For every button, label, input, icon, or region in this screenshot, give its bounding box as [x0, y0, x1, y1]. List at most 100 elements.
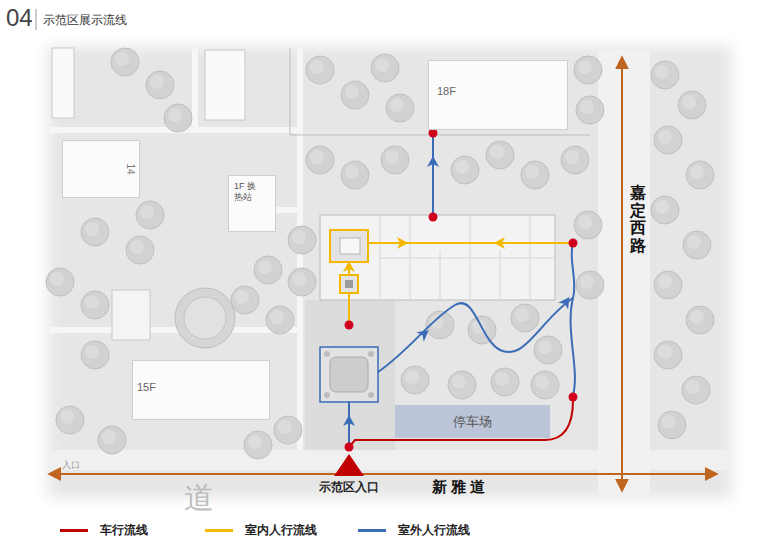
- legend-text: 室外人行流线: [398, 522, 470, 539]
- flow-route: [348, 402, 350, 447]
- flow-route: [432, 133, 434, 217]
- building-outline: [52, 48, 245, 348]
- legend-text: 车行流线: [100, 522, 148, 539]
- route-dot: [569, 239, 578, 248]
- legend-text: 室内人行流线: [245, 522, 317, 539]
- tree-canopy: [371, 54, 399, 82]
- tree-canopy: [576, 96, 604, 124]
- tree-canopy: [534, 336, 562, 364]
- tree-canopy: [521, 161, 549, 189]
- map-ground: [50, 450, 730, 470]
- tree-canopy: [468, 316, 496, 344]
- header-divider: [36, 9, 37, 30]
- tree-canopy: [491, 368, 519, 396]
- route-dot: [345, 129, 578, 452]
- tree-canopy: [254, 256, 282, 284]
- tree-canopy: [164, 104, 192, 132]
- tree-canopy: [244, 431, 272, 459]
- flow-arrow: [397, 237, 408, 249]
- tree-canopy: [81, 291, 109, 319]
- tree-canopy: [386, 94, 414, 122]
- tree-canopy: [486, 141, 514, 169]
- tree-canopy: [401, 366, 429, 394]
- map-ground: [290, 48, 590, 135]
- tree-canopy: [686, 306, 714, 334]
- flow-route: [349, 133, 575, 447]
- tree-canopy: [574, 56, 602, 84]
- route-dot: [569, 393, 578, 402]
- tree-canopy: [111, 48, 139, 76]
- route-dot: [345, 321, 354, 330]
- tree-canopy: [561, 146, 589, 174]
- building-outline: [175, 288, 235, 348]
- tree-canopy: [56, 406, 84, 434]
- flow-arrow: [343, 415, 355, 426]
- map-ground: [48, 46, 732, 498]
- plaza-feature: [324, 392, 330, 398]
- map-note: 入口: [62, 459, 80, 472]
- flow-arrow: [416, 326, 432, 342]
- tree-canopy: [682, 376, 710, 404]
- building-block-label: 18F: [437, 85, 456, 98]
- page-title: 示范区展示流线: [43, 12, 127, 29]
- road-name: 嘉定西路: [630, 184, 646, 254]
- tree-canopy: [381, 146, 409, 174]
- plaza-feature: [320, 347, 378, 402]
- tree-canopy: [81, 218, 109, 246]
- sales-center: [330, 230, 368, 262]
- building-block: 14: [62, 140, 140, 198]
- legend-item: 室外人行流线: [358, 522, 470, 539]
- tree-canopy: [651, 196, 679, 224]
- tree-canopy: [531, 371, 559, 399]
- entrance-triangle: [334, 454, 364, 476]
- flow-arrow: [343, 261, 355, 272]
- flow-arrow: [558, 294, 574, 310]
- sales-center: [320, 215, 555, 300]
- header-divider: [36, 9, 37, 30]
- tree-canopy: [288, 268, 316, 296]
- watermark-char: 道: [184, 478, 214, 519]
- tree-canopy: [136, 201, 164, 229]
- building-block: 15F: [132, 360, 270, 420]
- legend-item: 车行流线: [60, 522, 148, 539]
- tree-canopy: [574, 211, 602, 239]
- plaza-feature: [368, 392, 374, 398]
- route-dot: [429, 213, 438, 222]
- legend-item: 室内人行流线: [205, 522, 317, 539]
- plaza-feature: [324, 351, 330, 357]
- flow-route: [349, 243, 573, 325]
- building-outline: [184, 297, 226, 339]
- legend-swatch: [60, 529, 88, 532]
- tree-canopy: [678, 91, 706, 119]
- sales-center: [340, 238, 360, 254]
- flow-arrow: [343, 156, 574, 426]
- building-outline: [205, 50, 245, 120]
- tree-canopy: [98, 426, 126, 454]
- plaza-feature: [320, 347, 378, 402]
- map-ground: [598, 50, 650, 495]
- tree-canopy: [576, 271, 604, 299]
- building-outline: [52, 48, 74, 118]
- building-block-label: 14: [123, 163, 135, 174]
- legend-swatch: [358, 529, 386, 532]
- map-ground: [50, 48, 300, 450]
- tree-canopy: [146, 71, 174, 99]
- tree-canopy: [341, 81, 369, 109]
- sales-center: [320, 215, 555, 300]
- entrance-marker: 示范区入口: [313, 454, 385, 498]
- tree-canopy: [511, 304, 539, 332]
- road-name: 新 雅 道: [432, 478, 485, 497]
- flow-route: [349, 400, 573, 447]
- building-block: 18F: [428, 60, 568, 130]
- tree-canopy: [448, 371, 476, 399]
- flow-route: [571, 243, 575, 395]
- route-dot: [345, 443, 354, 452]
- tree-canopy: [46, 48, 714, 459]
- entrance-triangle: [334, 454, 364, 476]
- tree-canopy: [654, 126, 682, 154]
- tree-canopy: [306, 56, 334, 84]
- tree-canopy: [654, 271, 682, 299]
- sales-center: [380, 215, 555, 300]
